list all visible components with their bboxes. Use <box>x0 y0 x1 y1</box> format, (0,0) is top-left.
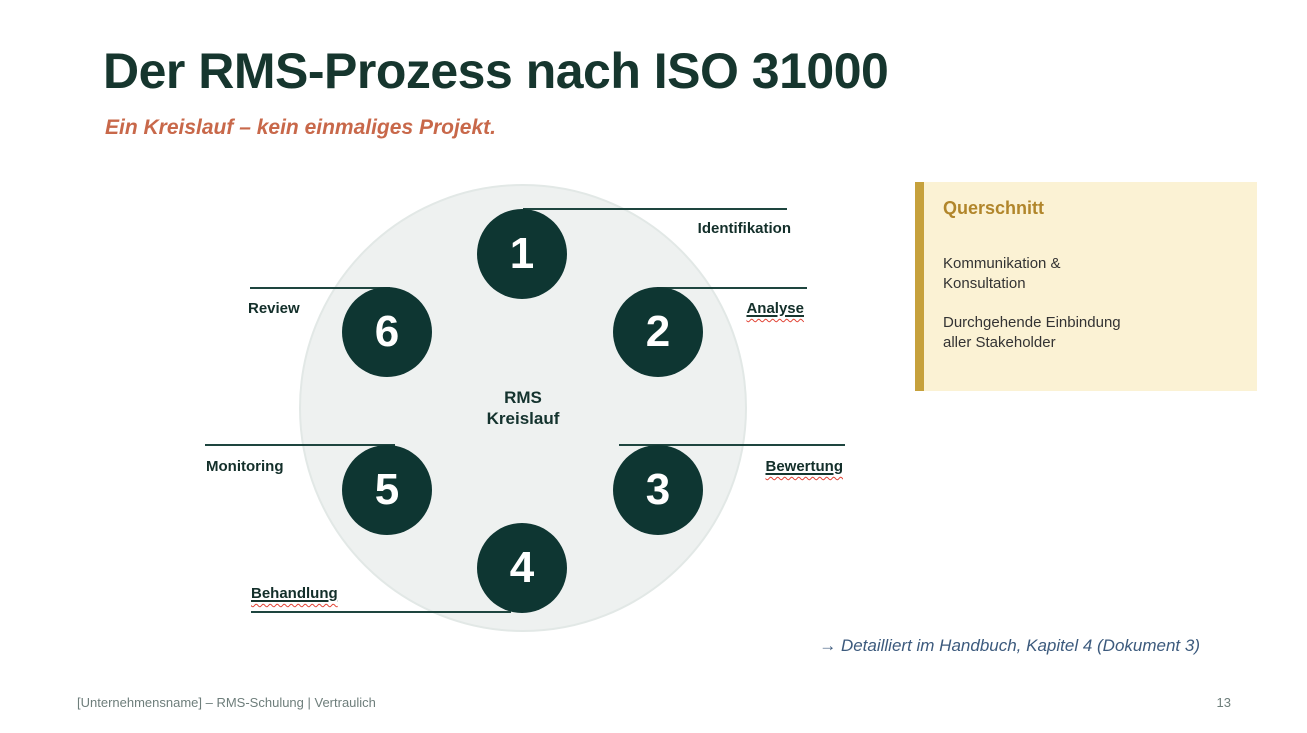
step-label-text: Bewertung <box>765 458 843 475</box>
step-label-bewertung: Bewertung <box>765 458 843 475</box>
step-number-1: 1 <box>509 229 535 278</box>
step-label-behandlung: Behandlung <box>251 585 338 602</box>
step-circle-5: 5 <box>342 445 432 535</box>
panel-paragraph-1: Kommunikation & Konsultation <box>943 254 1237 294</box>
page-number: 13 <box>1216 695 1231 710</box>
step-label-monitoring: Monitoring <box>206 458 284 475</box>
step-circle-4: 4 <box>477 523 567 613</box>
step-number-4: 4 <box>509 543 535 592</box>
connector-line-behandlung <box>251 611 511 613</box>
step-circle-2: 2 <box>613 287 703 377</box>
querschnitt-panel: Querschnitt Kommunikation & Konsultation… <box>915 182 1257 391</box>
step-label-identifikation: Identifikation <box>697 220 791 237</box>
panel-paragraph-2-line1: Durchgehende Einbindung <box>943 314 1121 331</box>
step-label-underline: Bewertung <box>765 458 843 475</box>
step-number-5: 5 <box>374 465 400 514</box>
cycle-center-label-line2: Kreislauf <box>486 409 560 428</box>
slide-title: Der RMS-Prozess nach ISO 31000 <box>103 43 889 99</box>
step-number-6: 6 <box>374 307 400 356</box>
connector-line-bewertung <box>619 444 845 446</box>
panel-paragraph-2: Durchgehende Einbindung aller Stakeholde… <box>943 313 1237 353</box>
step-circle-3: 3 <box>613 445 703 535</box>
step-label-analyse: Analyse <box>746 300 804 317</box>
step-number-3: 3 <box>645 465 671 514</box>
panel-paragraph-1-line2: Konsultation <box>943 275 1026 292</box>
connector-line-analyse <box>657 287 807 289</box>
step-label-underline: Analyse <box>746 300 804 317</box>
cycle-center-label-line1: RMS <box>504 388 542 407</box>
step-label-text: Behandlung <box>251 585 338 602</box>
panel-paragraph-2-line2: aller Stakeholder <box>943 334 1056 351</box>
connector-line-review <box>250 287 390 289</box>
connector-line-identifikation <box>523 208 787 210</box>
step-label-review: Review <box>248 300 300 317</box>
connector-line-monitoring <box>205 444 395 446</box>
step-circle-6: 6 <box>342 287 432 377</box>
step-number-2: 2 <box>645 307 671 356</box>
step-label-underline: Behandlung <box>251 585 338 602</box>
slide-subtitle: Ein Kreislauf – kein einmaliges Projekt. <box>105 116 496 139</box>
cycle-center-label: RMS Kreislauf <box>458 387 588 429</box>
step-label-text: Analyse <box>746 300 804 317</box>
panel-title: Querschnitt <box>943 198 1045 218</box>
handbook-note: → Detailliert im Handbuch, Kapitel 4 (Do… <box>819 636 1200 655</box>
step-circle-1: 1 <box>477 209 567 299</box>
panel-paragraph-1-line1: Kommunikation & <box>943 255 1061 272</box>
footer-text: [Unternehmensname] – RMS-Schulung | Vert… <box>77 695 376 710</box>
